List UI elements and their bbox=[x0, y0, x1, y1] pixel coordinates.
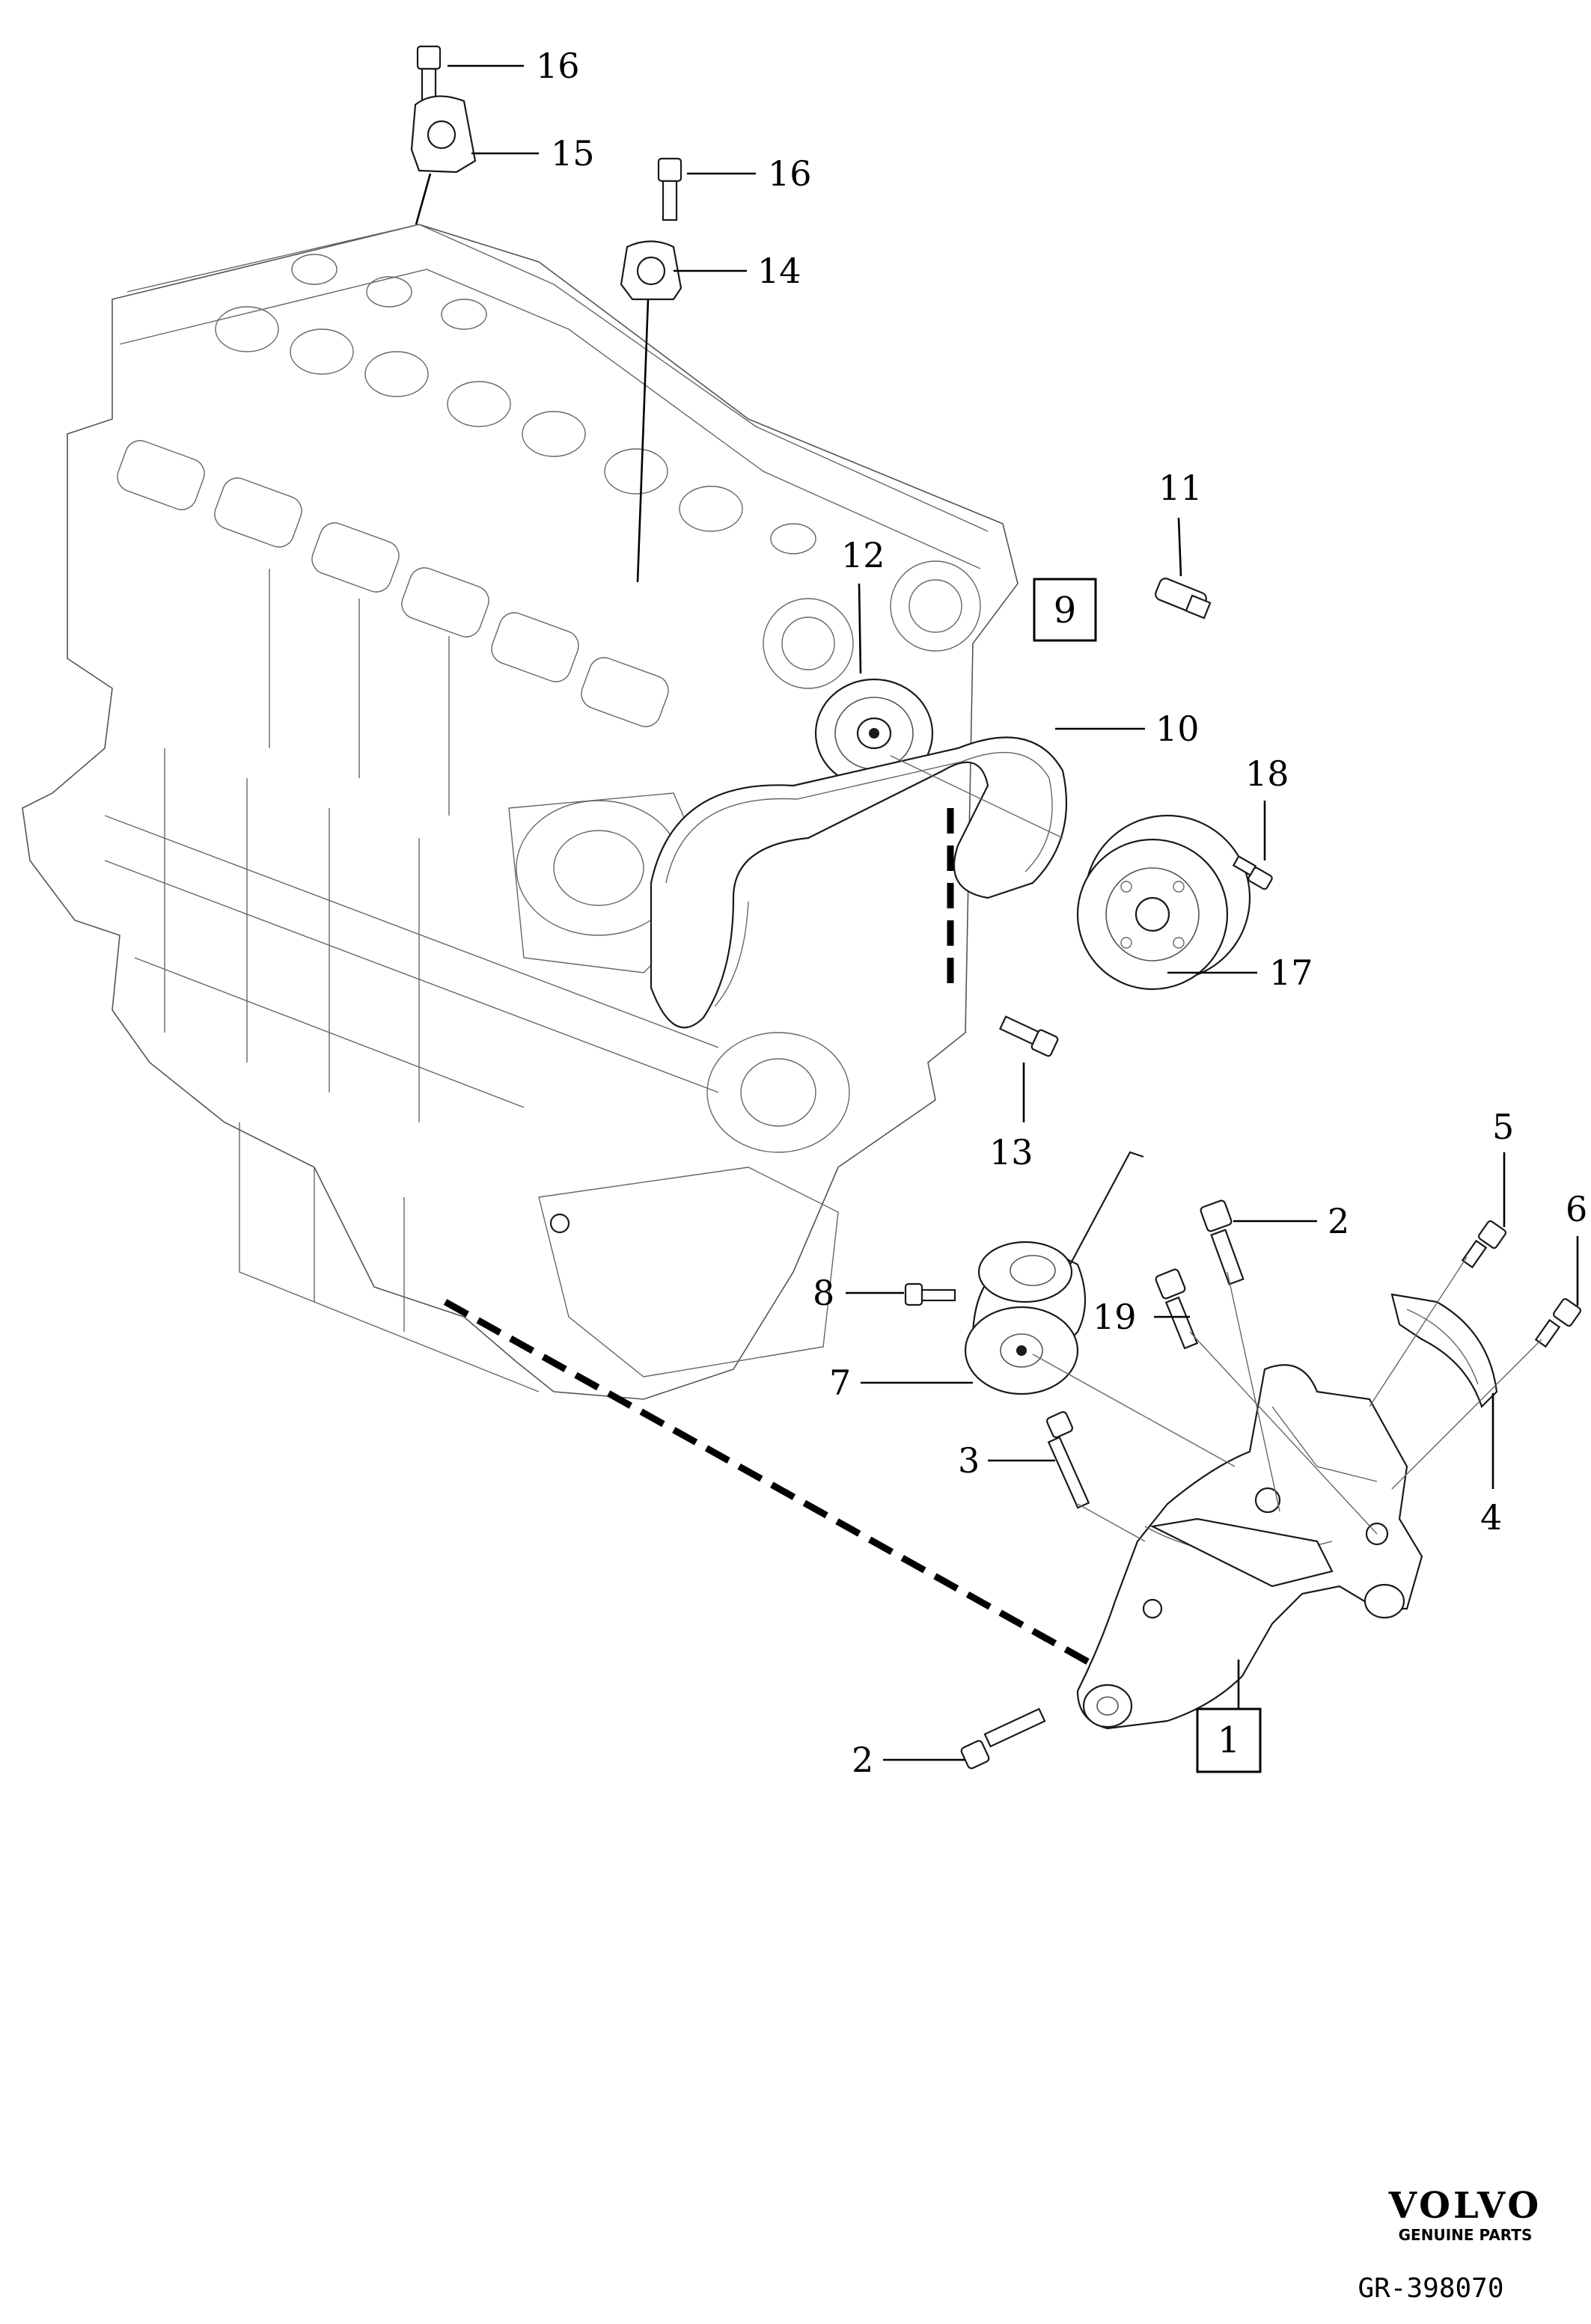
heat-shield-4 bbox=[1390, 1293, 1498, 1409]
callout-8: 8 bbox=[813, 1273, 834, 1313]
callout-16-second: 16 bbox=[768, 153, 812, 194]
callout-13: 13 bbox=[989, 1132, 1033, 1172]
callout-18: 18 bbox=[1245, 753, 1289, 794]
lifting-eye-15 bbox=[410, 95, 477, 174]
callout-3: 3 bbox=[958, 1440, 980, 1481]
svg-text:9: 9 bbox=[1054, 590, 1077, 632]
callout-2-top: 2 bbox=[1328, 1201, 1349, 1241]
callout-5: 5 bbox=[1492, 1107, 1514, 1147]
callout-12: 12 bbox=[841, 535, 885, 575]
assembly-line-bracket-to-block bbox=[443, 1299, 1102, 1672]
bolt-13 bbox=[998, 1015, 1059, 1057]
engine-block bbox=[22, 224, 1019, 1400]
bolt-16-second bbox=[657, 157, 682, 221]
callout-7: 7 bbox=[829, 1363, 851, 1403]
callout-2-bottom: 2 bbox=[852, 1740, 873, 1780]
drive-belt-10 bbox=[650, 736, 1067, 1029]
bolt-2-bottom bbox=[960, 1707, 1046, 1770]
callout-14: 14 bbox=[757, 251, 801, 291]
callout-17: 17 bbox=[1269, 952, 1313, 993]
engine-mount-bracket-1 bbox=[1076, 1364, 1423, 1730]
genuine-parts-label: GENUINE PARTS bbox=[1399, 2226, 1533, 2244]
stud-11 bbox=[1155, 578, 1212, 620]
svg-text:1: 1 bbox=[1218, 1719, 1241, 1761]
bolt-5 bbox=[1461, 1220, 1507, 1269]
leader-lines bbox=[415, 64, 1579, 1761]
lifting-eye-14 bbox=[620, 240, 682, 301]
callout-6: 6 bbox=[1566, 1189, 1587, 1229]
boxed-callout-9: 9 bbox=[1033, 578, 1097, 642]
boxed-callout-1: 1 bbox=[1196, 1707, 1262, 1773]
brand-block: VOLVO GENUINE PARTS GR-398070 bbox=[1358, 2185, 1542, 2304]
bolt-6 bbox=[1534, 1297, 1582, 1348]
bolt-2-top bbox=[1200, 1199, 1245, 1285]
bolt-18 bbox=[1232, 854, 1273, 890]
belt-tensioner-7 bbox=[964, 1151, 1144, 1395]
bolt-8 bbox=[904, 1282, 956, 1306]
volvo-logo: VOLVO bbox=[1388, 2185, 1542, 2227]
callout-16-top: 16 bbox=[536, 46, 580, 86]
callout-10: 10 bbox=[1155, 709, 1200, 749]
callout-11: 11 bbox=[1158, 468, 1203, 508]
crank-pulley-17 bbox=[1076, 814, 1251, 991]
bolt-3 bbox=[1046, 1411, 1090, 1509]
callout-19: 19 bbox=[1093, 1297, 1137, 1337]
callout-4: 4 bbox=[1480, 1497, 1502, 1538]
callout-15: 15 bbox=[551, 133, 595, 174]
bolt-19 bbox=[1155, 1268, 1199, 1350]
diagram-reference: GR-398070 bbox=[1358, 2273, 1503, 2304]
callout-labels: 16 15 16 14 11 12 10 18 17 13 5 6 2 8 19… bbox=[536, 46, 1587, 1780]
